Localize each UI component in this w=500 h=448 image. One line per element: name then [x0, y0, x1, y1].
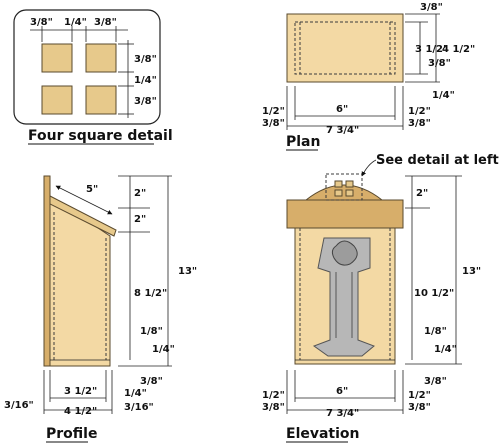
plan-right-bottom: 1/4" [432, 90, 455, 101]
four-square-detail: 3/8" 1/4" 3/8" 3/8" 1/4" 3/8" Four squar… [13, 9, 173, 145]
elevation-callout: See detail at left [376, 153, 499, 168]
profile-width-inner: 3 1/2" [64, 386, 97, 397]
plan-inner-height: 3 1/2" [415, 44, 448, 55]
profile-top2: 2" [134, 214, 146, 225]
elevation-cutout [312, 237, 375, 357]
elevation-body-height: 10 1/2" [414, 288, 454, 299]
profile-width-outer: 4 1/2" [64, 406, 97, 417]
plan-right-top: 3/8" [420, 2, 443, 13]
elevation-r3: 3/8" [424, 376, 447, 387]
profile-left-small: 3/16" [4, 400, 34, 411]
elevation-title: Elevation [286, 426, 360, 442]
plan-body [286, 13, 404, 83]
elevation-left-small2: 3/8" [262, 402, 285, 413]
profile-r3: 3/8" [140, 376, 163, 387]
detail-title: Four square detail [28, 128, 173, 144]
detail-side-dim-3: 3/8" [134, 96, 157, 107]
profile-right-small2: 3/16" [124, 402, 154, 413]
plan-outer-height: 4 1/2" [442, 44, 475, 55]
detail-top-dim-3: 3/8" [94, 17, 117, 28]
profile-r2: 1/4" [152, 344, 175, 355]
profile-title: Profile [46, 426, 97, 442]
plan-title: Plan [286, 134, 320, 150]
elevation-right-small: 1/2" [408, 390, 431, 401]
elevation-width-outer: 7 3/4" [326, 408, 359, 419]
plan-right-small2: 3/8" [408, 118, 431, 129]
plan-view: 3/8" 3 1/2" 4 1/2" 3/8" 1/4" 6" 7 3/4" 1… [262, 2, 475, 151]
plan-left-small: 1/2" [262, 106, 285, 117]
elevation-total-height: 13" [462, 266, 481, 277]
plan-width-outer: 7 3/4" [326, 125, 359, 136]
elevation-r2: 1/4" [434, 344, 457, 355]
profile-right-small: 1/4" [124, 388, 147, 399]
plan-left-small2: 3/8" [262, 118, 285, 129]
profile-view: 5" 2" 2" 8 1/2" 13" 1/8" 1/4" 3/8" 3 1/2… [4, 175, 197, 443]
profile-body-height: 8 1/2" [134, 288, 167, 299]
square-top-right [85, 43, 117, 73]
profile-r1: 1/8" [140, 326, 163, 337]
plan-width-inner: 6" [336, 104, 348, 115]
elevation-width-inner: 6" [336, 386, 348, 397]
profile-total-height: 13" [178, 266, 197, 277]
elevation-top: 2" [416, 188, 428, 199]
elevation-left-small: 1/2" [262, 390, 285, 401]
square-bottom-right [85, 85, 117, 115]
plan-right-mid: 3/8" [428, 58, 451, 69]
plan-right-small: 1/2" [408, 106, 431, 117]
elevation-view: See detail at left 2" 10 1/2" 13" 1/8" 1… [262, 153, 499, 443]
elevation-right-small2: 3/8" [408, 402, 431, 413]
detail-side-dim-2: 1/4" [134, 75, 157, 86]
detail-top-dim-1: 3/8" [30, 17, 53, 28]
detail-side-dim-1: 3/8" [134, 54, 157, 65]
square-bottom-left [41, 85, 73, 115]
square-top-left [41, 43, 73, 73]
detail-top-dim-2: 1/4" [64, 17, 87, 28]
profile-top1: 2" [134, 188, 146, 199]
elevation-r1: 1/8" [424, 326, 447, 337]
profile-roof-dim: 5" [86, 184, 98, 195]
